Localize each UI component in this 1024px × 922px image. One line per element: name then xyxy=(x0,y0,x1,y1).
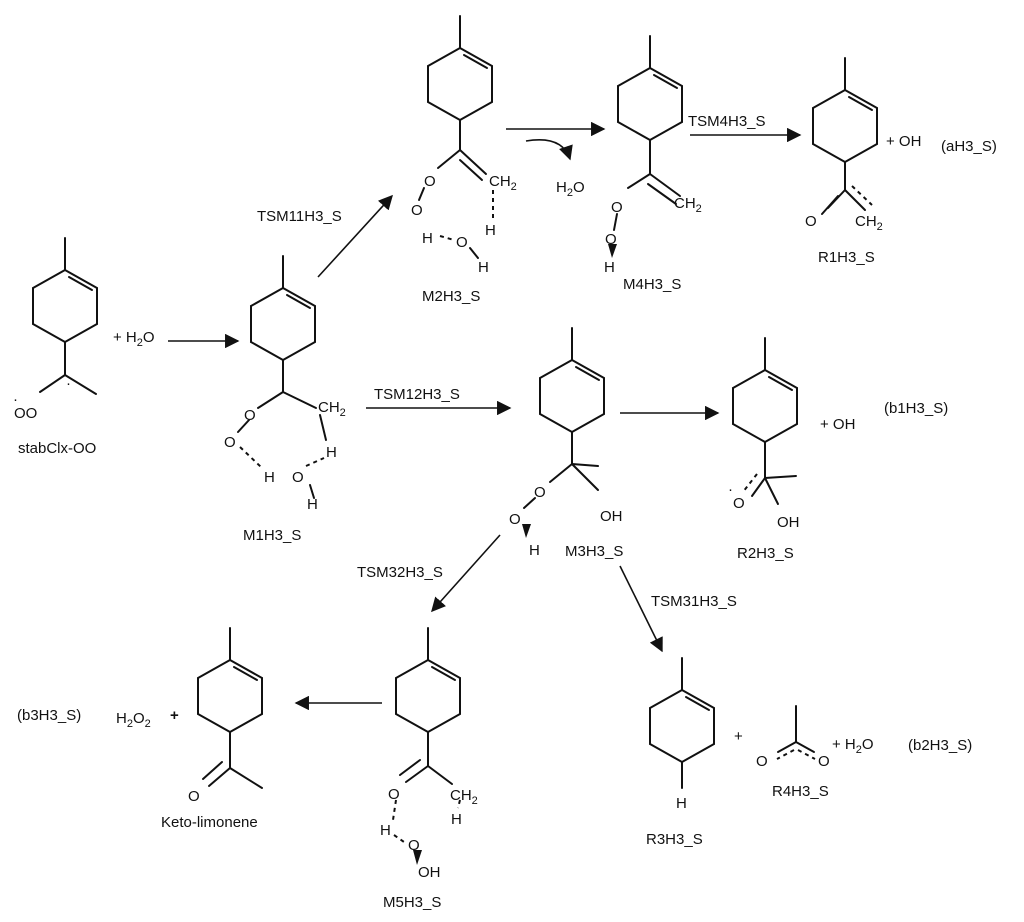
atom-oh: OH xyxy=(777,514,800,531)
atom-h: H xyxy=(264,469,275,486)
atom-h: H xyxy=(451,811,462,828)
label-tsm4: TSM4H3_S xyxy=(688,113,766,130)
channel-a: (aH3_S) xyxy=(941,138,997,155)
atom-ch2: CH2 xyxy=(450,787,478,807)
channel-b1: (b1H3_S) xyxy=(884,400,948,417)
label-m2: M2H3_S xyxy=(422,288,480,305)
atom-o: O xyxy=(424,173,436,190)
plus-sign: + xyxy=(734,728,743,745)
atom-oh: OH xyxy=(600,508,623,525)
atom-o: O xyxy=(411,202,423,219)
atom-o: O xyxy=(244,407,256,424)
atom-ch2: CH2 xyxy=(855,213,883,233)
label-tsm31: TSM31H3_S xyxy=(651,593,737,610)
atom-h: H xyxy=(485,222,496,239)
wedge-bond xyxy=(413,850,422,865)
arrow-to-m5 xyxy=(431,534,501,613)
product-water-b2: + H2O xyxy=(832,736,874,756)
atom-o: O xyxy=(456,234,468,251)
radical-dot: · xyxy=(66,375,71,392)
atom-ch2: CH2 xyxy=(674,195,702,215)
label-stabclx-oo: stabClx-OO xyxy=(18,440,96,457)
plus-sign: + xyxy=(170,707,179,724)
label-tsm12: TSM12H3_S xyxy=(374,386,460,403)
molecule-keto-limonene: O Keto-limonene xyxy=(161,627,263,831)
radical-dot: · xyxy=(13,391,18,408)
label-m3: M3H3_S xyxy=(565,543,623,560)
label-tsm32: TSM32H3_S xyxy=(357,564,443,581)
atom-o: O xyxy=(756,753,768,770)
product-water: H2O xyxy=(556,179,585,199)
atom-h: H xyxy=(529,542,540,559)
atom-o: O xyxy=(509,511,521,528)
channel-b3: (b3H3_S) xyxy=(17,707,81,724)
molecule-m4: O O H CH2 M4H3_S xyxy=(604,35,702,293)
arrow-to-r3 xyxy=(619,565,663,653)
atom-o: O xyxy=(292,469,304,486)
atom-o: O xyxy=(818,753,830,770)
molecule-r2: O · OH R2H3_S xyxy=(728,337,800,562)
atom-o: O xyxy=(611,199,623,216)
atom-o: O xyxy=(805,213,817,230)
molecule-stabclx-oo: OO · · stabClx-OO xyxy=(13,237,98,457)
label-m5: M5H3_S xyxy=(383,894,441,911)
atom-o: O xyxy=(388,786,400,803)
atom-ch2: CH2 xyxy=(489,173,517,193)
product-oh-b1: + OH xyxy=(820,416,855,433)
channel-b2: (b2H3_S) xyxy=(908,737,972,754)
atom-o: O xyxy=(534,484,546,501)
product-h2o2: H2O2 xyxy=(116,710,151,730)
atom-ch2: CH2 xyxy=(318,399,346,419)
label-r1: R1H3_S xyxy=(818,249,875,266)
label-tsm11: TSM11H3_S xyxy=(257,208,342,225)
molecule-m2: O O CH2 H H O H M2H3_S xyxy=(411,15,517,305)
molecule-m3: O O H OH M3H3_S xyxy=(509,327,623,560)
molecule-r3: H R3H3_S xyxy=(646,657,715,848)
label-m1: M1H3_S xyxy=(243,527,301,544)
reagent-plus-water: + H2O xyxy=(113,329,155,349)
molecule-m1: O O CH2 H H O H M1H3_S xyxy=(224,255,346,544)
atom-o: O xyxy=(224,434,236,451)
wedge-bond xyxy=(522,524,531,538)
label-m4: M4H3_S xyxy=(623,276,681,293)
atom-h: H xyxy=(478,259,489,276)
molecule-r4: O O R4H3_S xyxy=(756,705,830,800)
label-keto-limonene: Keto-limonene xyxy=(161,814,258,831)
atom-h: H xyxy=(604,259,615,276)
atom-oo: OO xyxy=(14,405,37,422)
product-oh-a: + OH xyxy=(886,133,921,150)
arrow-water-loss xyxy=(525,139,573,161)
label-r2: R2H3_S xyxy=(737,545,794,562)
radical-dot: · xyxy=(728,481,733,498)
atom-o: O xyxy=(408,837,420,854)
label-r4: R4H3_S xyxy=(772,783,829,800)
label-r3: R3H3_S xyxy=(646,831,703,848)
atom-oh: OH xyxy=(418,864,441,881)
atom-o: O xyxy=(605,231,617,248)
atom-o: O xyxy=(733,495,745,512)
atom-h: H xyxy=(422,230,433,247)
atom-h: H xyxy=(307,496,318,513)
atom-o: O xyxy=(188,788,200,805)
atom-h: H xyxy=(380,822,391,839)
atom-h: H xyxy=(326,444,337,461)
molecule-r1: O CH2 R1H3_S xyxy=(805,57,883,266)
atom-h: H xyxy=(676,795,687,812)
wedge-bond xyxy=(608,244,617,258)
molecule-m5: O CH2 H H O OH M5H3_S xyxy=(380,627,478,911)
arrow-to-m2 xyxy=(317,194,393,278)
